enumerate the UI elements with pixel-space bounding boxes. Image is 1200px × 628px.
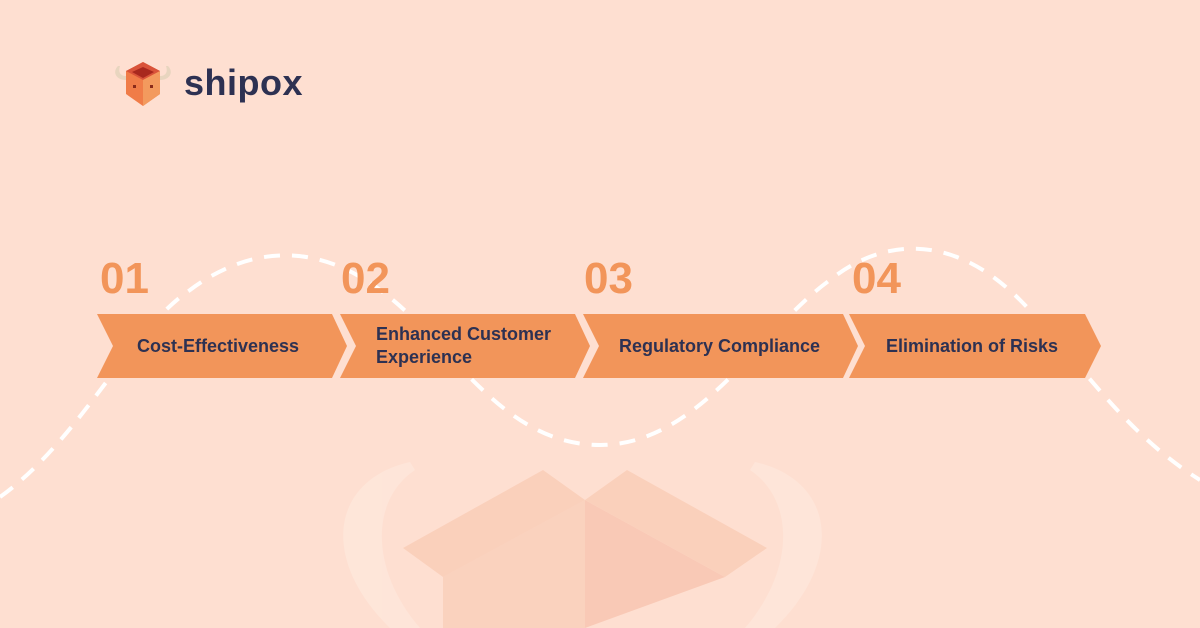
step-regulatory-compliance: Regulatory Compliance [583, 314, 860, 378]
box-illustration [343, 462, 822, 628]
dashed-wave [0, 246, 1200, 499]
step-customer-experience: Enhanced Customer Experience [340, 314, 592, 378]
brand-name: shipox [184, 62, 304, 103]
step-label: Cost-Effectiveness [137, 335, 300, 356]
step-label: Regulatory Compliance [619, 335, 821, 356]
step-elimination-of-risks: Elimination of Risks [849, 314, 1103, 378]
brand-logo[interactable]: shipox [112, 58, 303, 108]
bull-box-icon [115, 62, 171, 106]
step-number: 03 [584, 254, 633, 303]
step-label: Elimination of Risks [886, 335, 1059, 356]
step-label: Enhanced Customer Experience [376, 324, 552, 367]
step-number: 04 [852, 254, 901, 303]
step-number: 02 [341, 254, 390, 303]
step-cost-effectiveness: Cost-Effectiveness [97, 314, 349, 378]
step-number: 01 [100, 254, 149, 303]
